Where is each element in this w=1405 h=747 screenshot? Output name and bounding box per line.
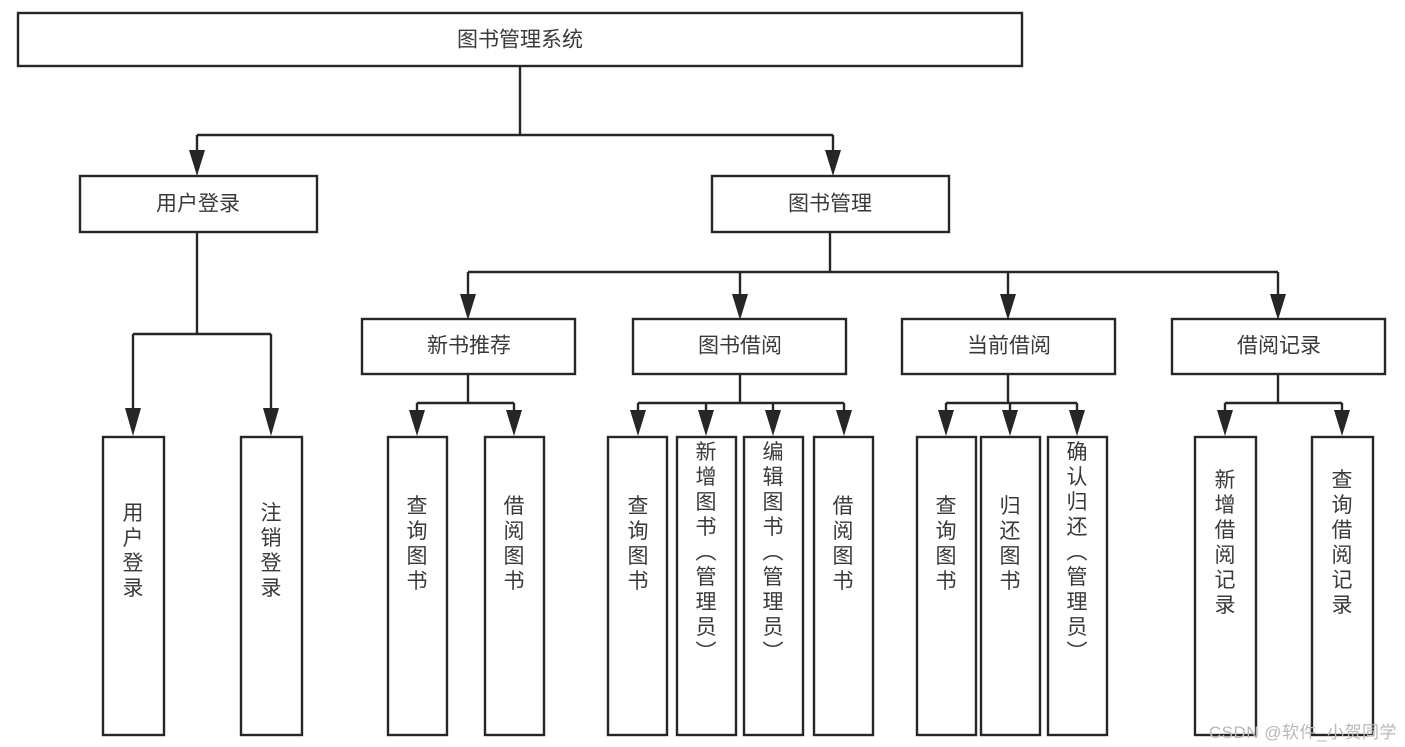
node-leaf-2-label: 注销登录 <box>261 502 282 600</box>
arrowhead-new-book-rec <box>460 294 476 320</box>
node-leaf-9[interactable]: 查询图书 <box>915 435 978 737</box>
node-current-borrow-label: 当前借阅 <box>967 335 1051 358</box>
node-leaf-6-box[interactable] <box>675 435 738 737</box>
node-leaf-4-box[interactable] <box>483 435 546 737</box>
arrowhead-user-login <box>189 150 205 176</box>
node-leaf-12[interactable]: 新增借阅记录 <box>1193 435 1258 737</box>
connector-group-user-login <box>125 232 279 436</box>
node-leaf-6-label: 新增图书︵管理员︶ <box>696 441 717 664</box>
csdn-watermark: CSDN @软件_小贺同学 <box>1208 723 1397 742</box>
node-book-manage-label: 图书管理 <box>788 193 872 216</box>
arrowhead-leaf-5 <box>630 410 646 436</box>
node-borrow-record-label: 借阅记录 <box>1237 335 1321 358</box>
node-user-login-label: 用户登录 <box>156 193 240 216</box>
connector-group-book-borrow <box>630 374 852 436</box>
node-leaf-13-label: 查询借阅记录 <box>1332 469 1353 617</box>
node-leaf-6[interactable]: 新增图书︵管理员︶ <box>675 435 738 737</box>
node-leaf-10-box[interactable] <box>979 435 1042 737</box>
node-leaf-5[interactable]: 查询图书 <box>606 435 669 737</box>
arrowhead-book-manage <box>825 150 841 176</box>
node-current-borrow-box[interactable] <box>900 317 1117 376</box>
connector-group-book-manage <box>460 232 1286 320</box>
node-leaf-13-box[interactable] <box>1310 435 1375 737</box>
node-leaf-9-label: 查询图书 <box>936 495 957 593</box>
node-leaf-1[interactable]: 用户登录 <box>101 435 166 737</box>
arrowhead-leaf-9 <box>938 410 954 436</box>
arrowhead-leaf-8 <box>836 410 852 436</box>
node-leaf-3[interactable]: 查询图书 <box>386 435 449 737</box>
arrowhead-book-borrow <box>732 294 748 320</box>
node-leaf-2-box[interactable] <box>239 435 304 737</box>
node-leaf-11-box[interactable] <box>1046 435 1109 737</box>
node-leaf-7[interactable]: 编辑图书︵管理员︶ <box>742 435 805 737</box>
node-leaf-11-label: 确认归还︵管理员︶ <box>1067 441 1088 664</box>
node-book-borrow-label: 图书借阅 <box>698 335 782 358</box>
node-user-login-box[interactable] <box>78 174 319 234</box>
node-root-box[interactable] <box>16 11 1024 68</box>
node-leaf-2[interactable]: 注销登录 <box>239 435 304 737</box>
node-current-borrow[interactable]: 当前借阅 <box>900 317 1117 376</box>
arrowhead-borrow-record <box>1270 294 1286 320</box>
node-root[interactable]: 图书管理系统 <box>16 11 1024 68</box>
node-leaf-1-label: 用户登录 <box>123 502 144 600</box>
node-leaf-12-box[interactable] <box>1193 435 1258 737</box>
arrowhead-leaf-4 <box>506 410 522 436</box>
node-leaf-7-label: 编辑图书︵管理员︶ <box>763 441 784 664</box>
node-new-book-rec-label: 新书推荐 <box>427 335 511 358</box>
arrowhead-leaf-3 <box>409 410 425 436</box>
node-book-borrow-box[interactable] <box>631 317 848 376</box>
node-leaf-5-label: 查询图书 <box>628 495 649 593</box>
arrowhead-leaf-10 <box>1002 410 1018 436</box>
node-leaf-4[interactable]: 借阅图书 <box>483 435 546 737</box>
node-leaf-3-box[interactable] <box>386 435 449 737</box>
node-leaf-8[interactable]: 借阅图书 <box>812 435 875 737</box>
node-leaf-13[interactable]: 查询借阅记录 <box>1310 435 1375 737</box>
node-leaf-8-box[interactable] <box>812 435 875 737</box>
node-new-book-rec-box[interactable] <box>360 317 577 376</box>
node-leaf-7-box[interactable] <box>742 435 805 737</box>
node-leaf-8-label: 借阅图书 <box>833 495 854 593</box>
arrowhead-current-borrow <box>1000 294 1016 320</box>
node-borrow-record[interactable]: 借阅记录 <box>1170 317 1387 376</box>
arrowhead-leaf-6 <box>698 410 714 436</box>
arrowhead-leaf-7 <box>765 410 781 436</box>
connector-group-current-borrow <box>938 374 1085 436</box>
node-leaf-11[interactable]: 确认归还︵管理员︶ <box>1046 435 1109 737</box>
arrowhead-leaf-11 <box>1069 410 1085 436</box>
connector-group-root <box>189 66 841 176</box>
node-leaf-10[interactable]: 归还图书 <box>979 435 1042 737</box>
arrowhead-leaf-12 <box>1217 410 1233 436</box>
connector-group-new-book-rec <box>409 374 522 436</box>
node-leaf-4-label: 借阅图书 <box>504 495 525 593</box>
node-leaf-1-box[interactable] <box>101 435 166 737</box>
node-book-manage[interactable]: 图书管理 <box>710 174 951 234</box>
node-leaf-10-label: 归还图书 <box>1000 495 1021 593</box>
node-leaf-12-label: 新增借阅记录 <box>1215 469 1236 617</box>
arrowhead-leaf-13 <box>1334 410 1350 436</box>
arrowhead-leaf-2 <box>263 408 279 436</box>
node-new-book-rec[interactable]: 新书推荐 <box>360 317 577 376</box>
node-book-borrow[interactable]: 图书借阅 <box>631 317 848 376</box>
connector-group-borrow-record <box>1217 374 1350 436</box>
node-leaf-9-box[interactable] <box>915 435 978 737</box>
arrowhead-leaf-1 <box>125 408 141 436</box>
node-leaf-3-label: 查询图书 <box>407 495 428 593</box>
node-user-login[interactable]: 用户登录 <box>78 174 319 234</box>
node-book-manage-box[interactable] <box>710 174 951 234</box>
node-root-label: 图书管理系统 <box>457 29 583 52</box>
node-leaf-5-box[interactable] <box>606 435 669 737</box>
node-borrow-record-box[interactable] <box>1170 317 1387 376</box>
